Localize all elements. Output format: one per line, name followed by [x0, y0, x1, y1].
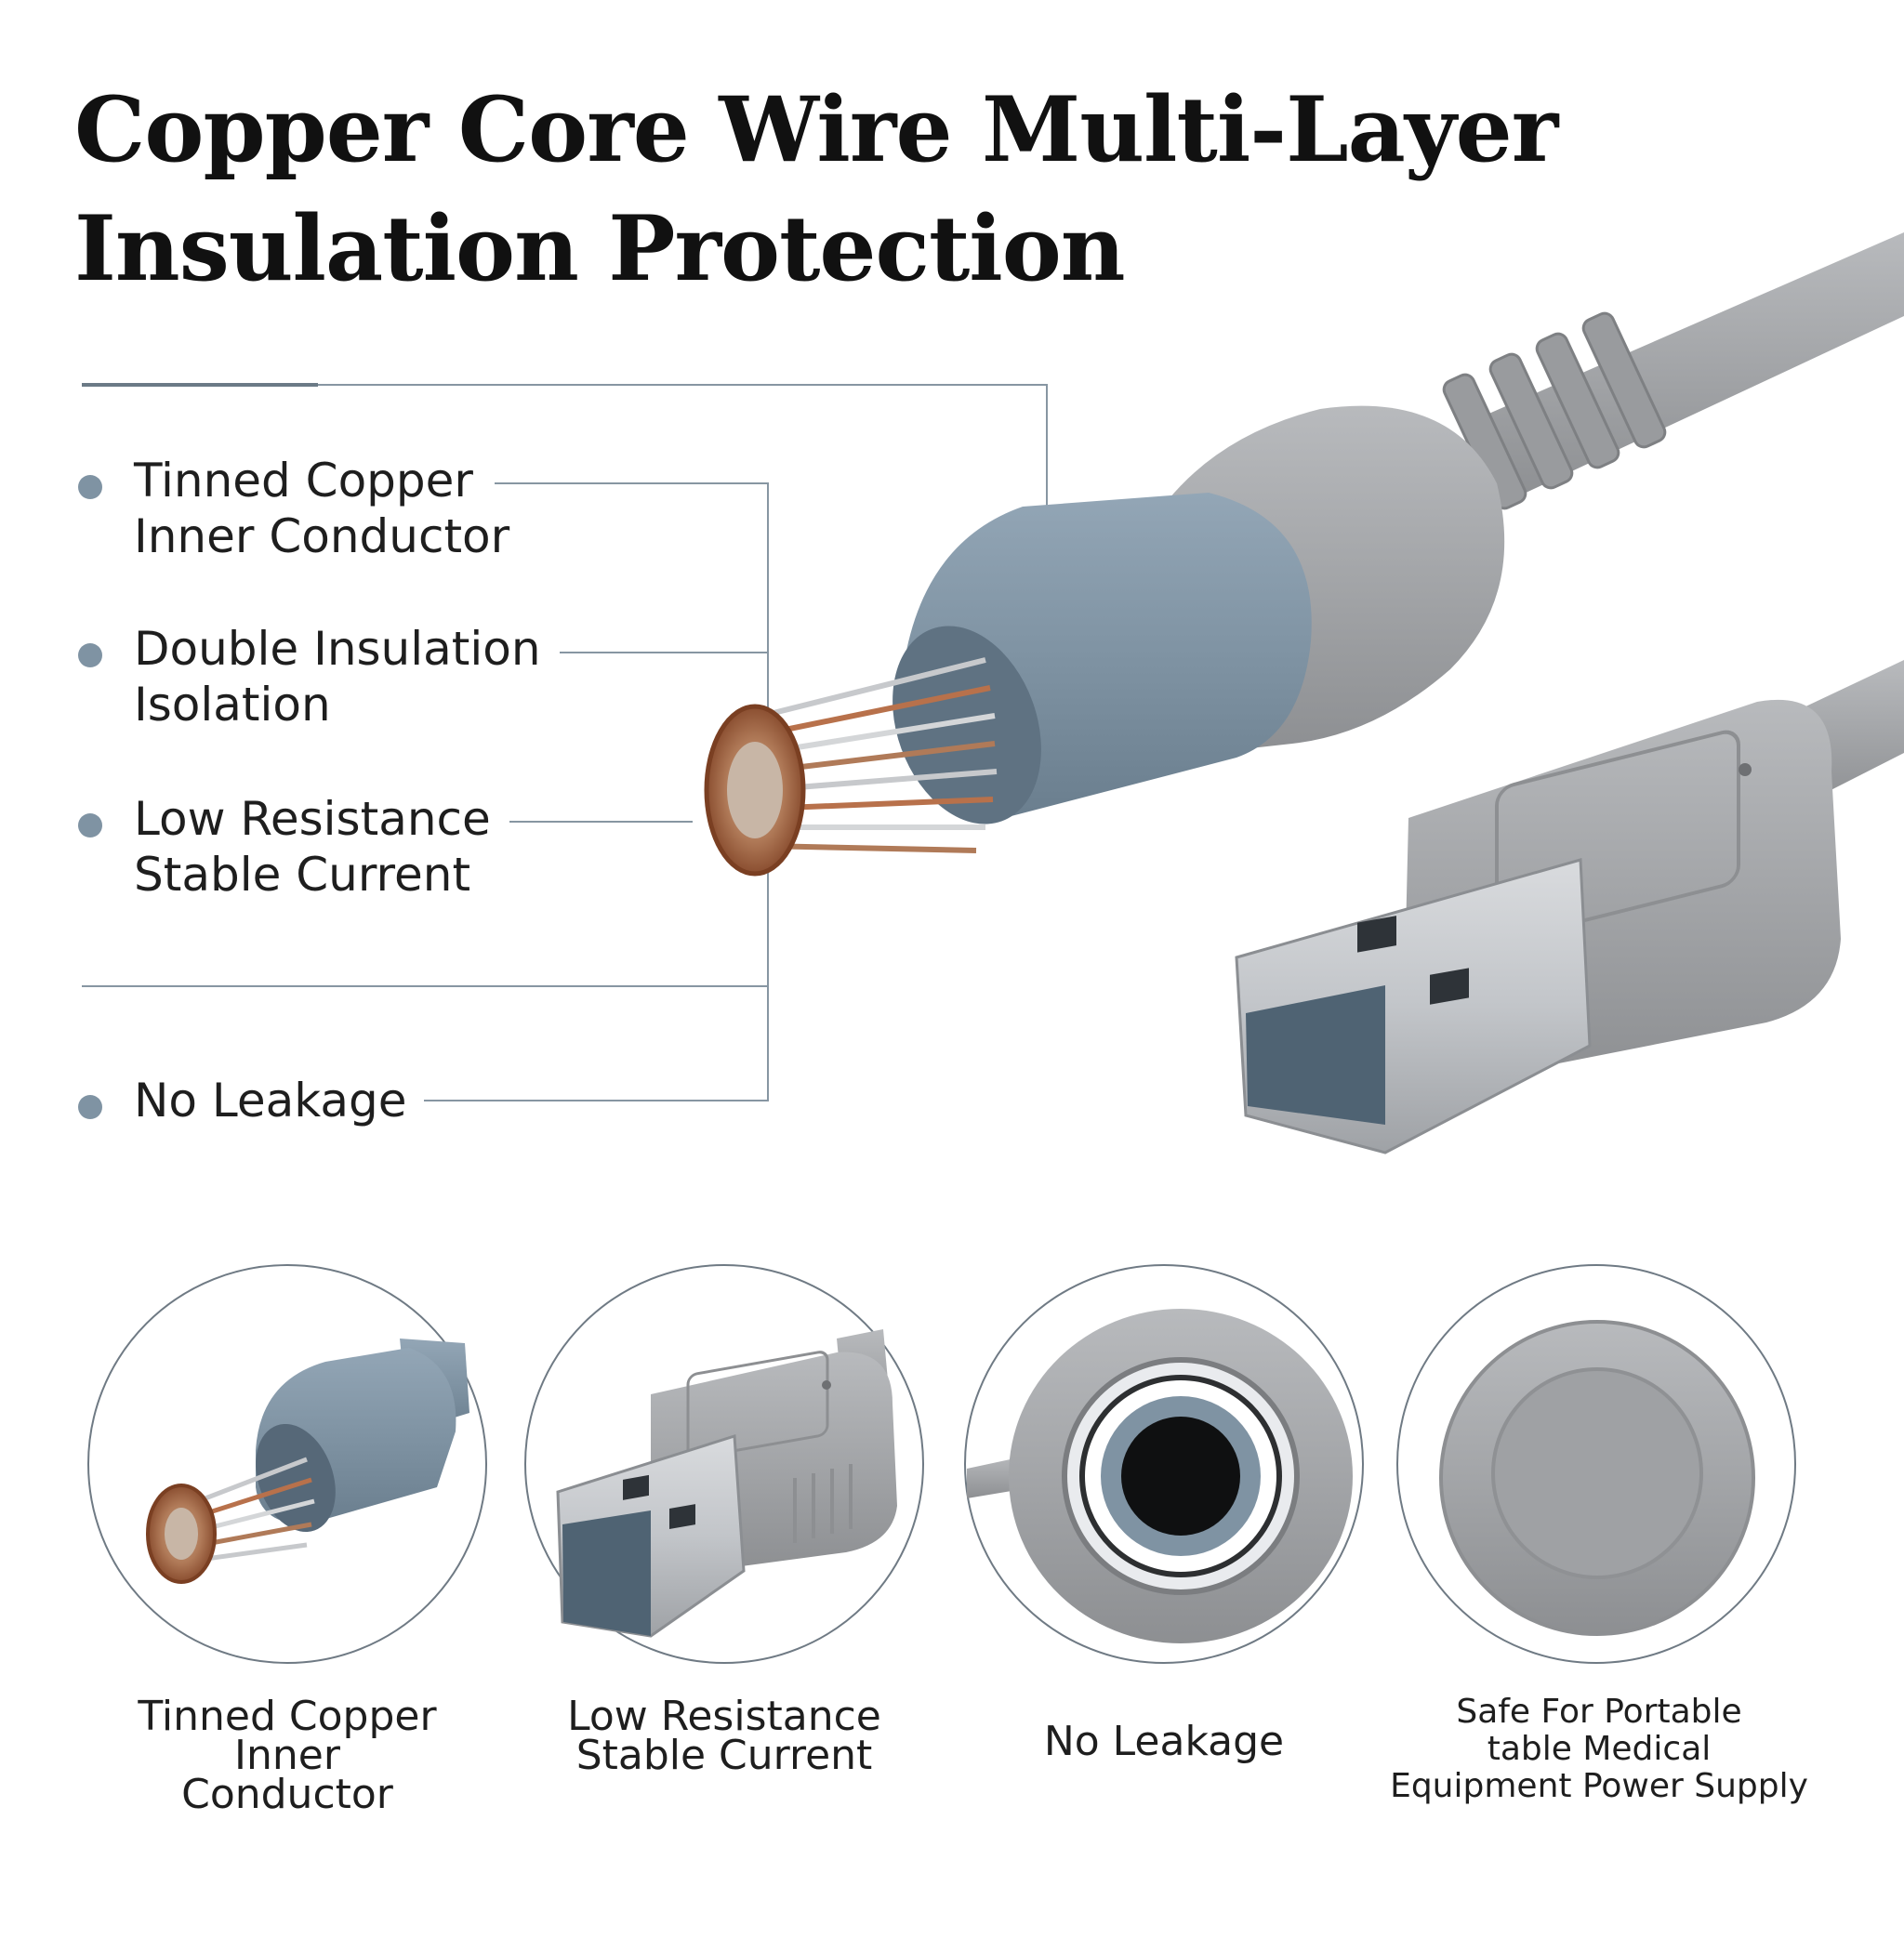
caption-line: Stable Current — [575, 1732, 873, 1779]
circle-caption-2: Low Resistance Stable Current — [524, 1693, 924, 1779]
caption-line: Tinned Copper — [138, 1693, 437, 1740]
main-illustration — [82, 232, 1904, 1154]
insulation-cross-section-icon — [967, 1309, 1353, 1643]
product-infographic: Copper Core Wire Multi-Layer Insulation … — [74, 71, 1904, 1818]
caption-line: Low Resistance — [567, 1693, 881, 1740]
feature-label: No Leakage — [134, 1073, 406, 1128]
bullet-dot — [78, 643, 102, 667]
caption-line: table Medical — [1487, 1730, 1712, 1768]
feature-line-1: Low Resistance — [134, 792, 491, 846]
title-line-1: Copper Core Wire Multi-Layer — [74, 77, 1558, 182]
feature-line-2: Isolation — [134, 678, 331, 732]
feature-line-2: Inner Conductor — [134, 509, 510, 563]
feature-label: Tinned Copper Inner Conductor — [134, 453, 509, 564]
caption-line: Conductor — [181, 1771, 393, 1818]
bullet-dot — [78, 475, 102, 499]
detail-circle-3 — [964, 1264, 1364, 1664]
bullet-dot — [78, 813, 102, 838]
detail-circle-2 — [524, 1264, 924, 1664]
bullet-dot — [78, 1095, 102, 1119]
cable-end-cap-icon — [1439, 1320, 1755, 1636]
circle-caption-3: No Leakage — [978, 1718, 1350, 1765]
cable-copper-end — [704, 232, 1904, 877]
caption-line: No Leakage — [1043, 1718, 1285, 1765]
caption-line: Inner — [234, 1732, 340, 1779]
feature-line-1: No Leakage — [134, 1074, 407, 1128]
circle-caption-1: Tinned Copper Inner Conductor — [101, 1693, 473, 1818]
circle-caption-4: Safe For Portable table Medical Equipmen… — [1367, 1694, 1831, 1805]
usb-plug — [1235, 660, 1904, 1154]
detail-circle-4 — [1396, 1264, 1796, 1664]
copper-core-closeup-icon — [146, 1339, 469, 1584]
usb-plug-closeup-icon — [556, 1329, 897, 1638]
caption-line: Safe For Portable — [1456, 1693, 1742, 1731]
feature-label: Double Insulation Isolation — [134, 621, 541, 732]
feature-line-1: Tinned Copper — [134, 454, 473, 508]
feature-label: Low Resistance Stable Current — [134, 791, 491, 903]
title-line-2: Insulation Protection — [74, 196, 1126, 301]
detail-circles — [87, 1264, 1796, 1664]
page-title: Copper Core Wire Multi-Layer Insulation … — [74, 71, 1558, 309]
feature-line-2: Stable Current — [134, 848, 471, 902]
caption-line: Equipment Power Supply — [1390, 1767, 1808, 1805]
feature-line-1: Double Insulation — [134, 622, 541, 676]
detail-circle-1 — [87, 1264, 487, 1664]
